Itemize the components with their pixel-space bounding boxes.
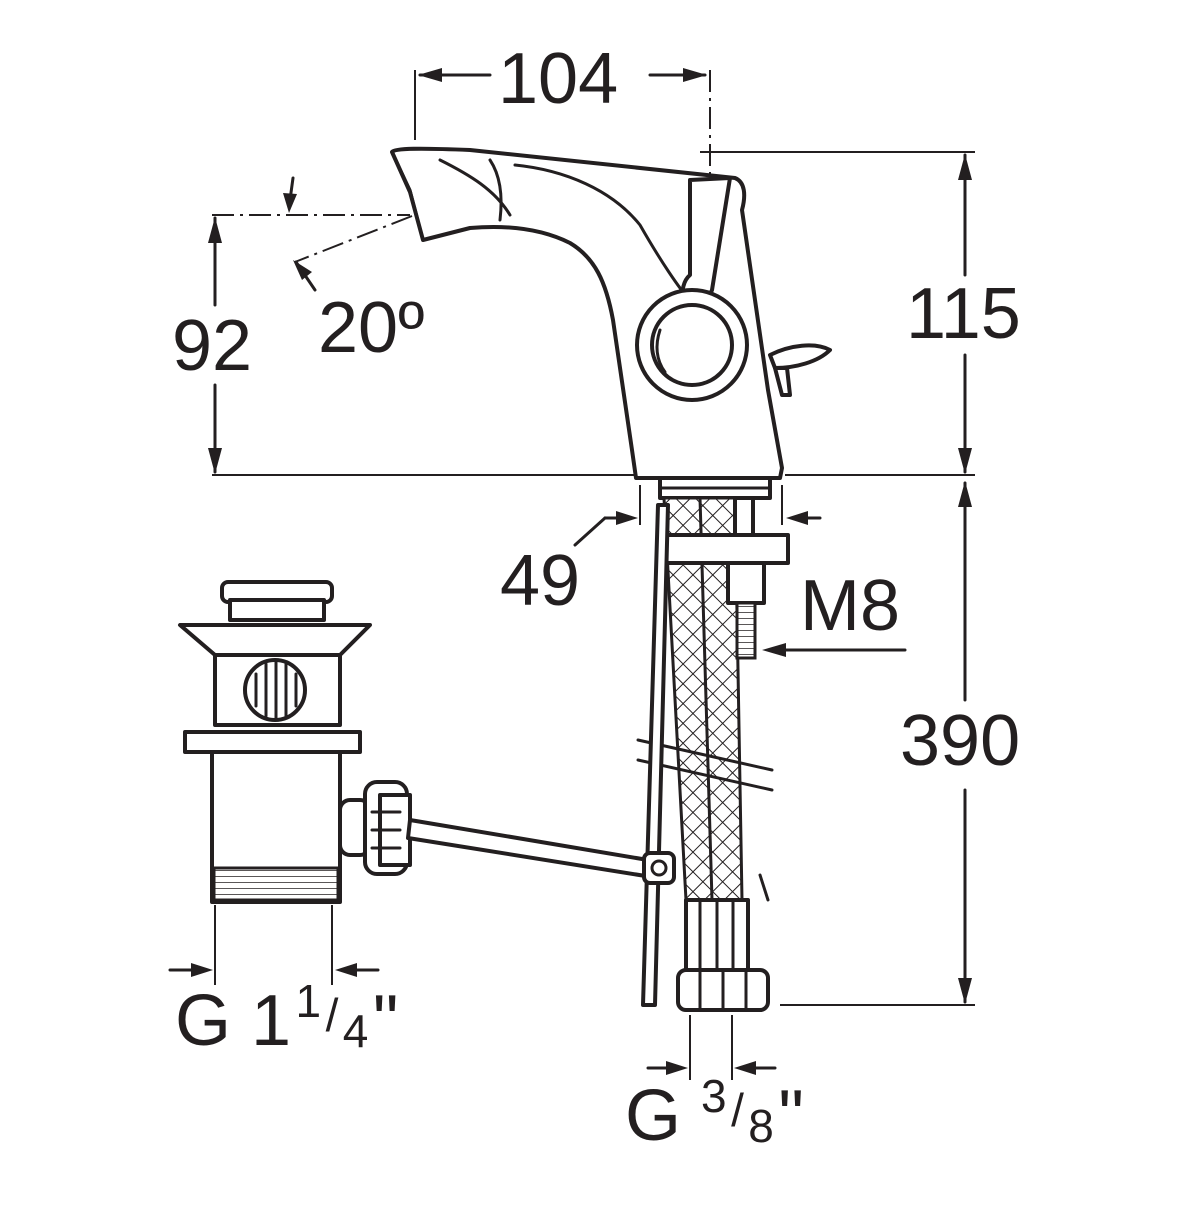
label-thread-m8: M8 — [800, 566, 900, 646]
faucet-body — [390, 146, 832, 500]
label-hose-thread: G 3 / 8 " — [625, 1070, 804, 1156]
waste-valve — [178, 580, 676, 904]
hoses-and-fixing — [636, 496, 790, 1012]
label-angle-20: 20º — [318, 288, 424, 368]
dimension-labels: 104 115 92 20º 49 M8 390 G 1 1 / 4 " G 3… — [172, 39, 1021, 1156]
label-waste-thread: G 1 1 / 4 " — [175, 975, 398, 1061]
label-height-115: 115 — [906, 274, 1021, 354]
label-hose-390: 390 — [900, 701, 1020, 781]
label-spout-height-92: 92 — [172, 306, 252, 386]
label-reach-104: 104 — [498, 39, 618, 119]
label-base-49: 49 — [500, 541, 580, 621]
